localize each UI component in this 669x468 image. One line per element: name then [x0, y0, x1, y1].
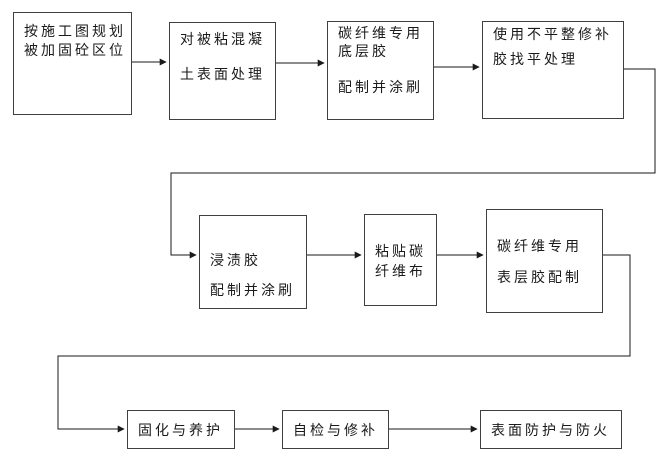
step-curing: 固化与养护: [127, 410, 235, 449]
step-surface-protection: 表面防护与防火: [480, 410, 622, 449]
step-primer-preparation: 碳纤维专用 底层胶 配制并涂刷: [327, 21, 434, 120]
step-inspection-repair: 自检与修补: [282, 410, 389, 449]
connector-leveling-to-impregnation: [170, 68, 656, 259]
step-plan-marking: 按施工图规划 被加固砼区位: [13, 12, 132, 115]
step-impregnation-adhesive: 浸渍胶 配制并涂刷: [199, 215, 307, 309]
connector-topcoat-to-curing: [57, 254, 631, 433]
step-leveling-repair: 使用不平整修补 胶找平处理: [482, 21, 624, 119]
step-topcoat-preparation: 碳纤维专用 表层胶配制: [486, 209, 603, 313]
step-surface-treatment: 对被粘混凝 土表面处理: [169, 22, 276, 120]
step-attach-cfrp-sheet: 粘贴碳 纤维布: [364, 214, 437, 306]
